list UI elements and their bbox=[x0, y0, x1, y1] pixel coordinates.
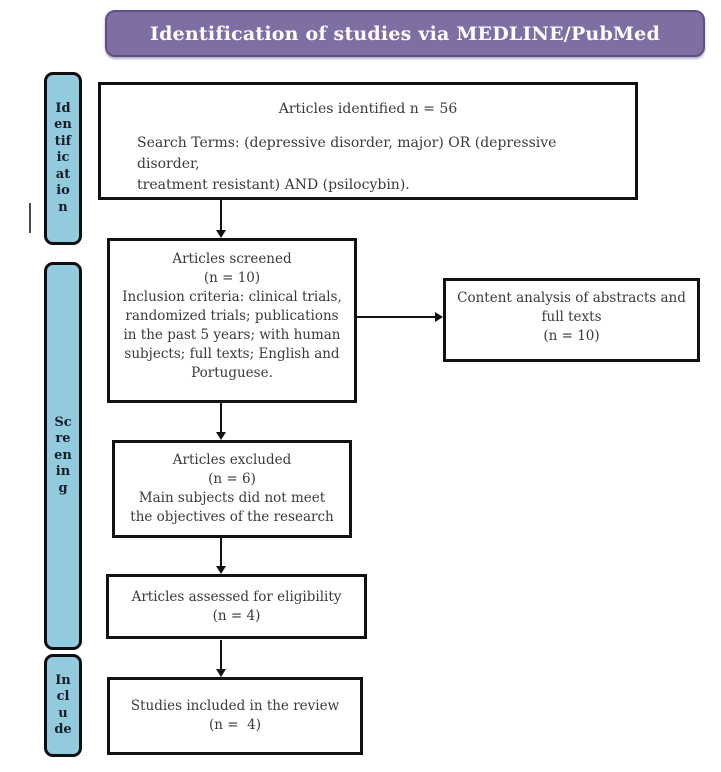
articles-identified-title: Articles identified n = 56 bbox=[278, 101, 458, 117]
content-analysis-text: Content analysis of abstracts and full t… bbox=[457, 290, 686, 344]
arrow-head-down-icon bbox=[216, 230, 226, 238]
articles-assessed-text: Articles assessed for eligibility (n = 4… bbox=[131, 588, 342, 624]
arrow-screened-to-excluded bbox=[215, 403, 227, 440]
stage-bar-include: In cl u de bbox=[44, 654, 82, 757]
box-articles-assessed: Articles assessed for eligibility (n = 4… bbox=[106, 574, 367, 639]
box-articles-screened: Articles screened (n = 10) Inclusion cri… bbox=[107, 238, 357, 403]
box-articles-identified: Articles identified n = 56 Search Terms:… bbox=[98, 82, 638, 200]
articles-excluded-text: Articles excluded (n = 6) Main subjects … bbox=[130, 452, 334, 525]
studies-included-text: Studies included in the review (n = 4) bbox=[130, 698, 340, 733]
box-articles-excluded: Articles excluded (n = 6) Main subjects … bbox=[112, 440, 352, 538]
stage-bar-screening: Sc re en in g bbox=[44, 262, 82, 650]
articles-screened-text: Articles screened (n = 10) Inclusion cri… bbox=[122, 251, 342, 381]
stage-label-identification: Id en tif ic at io n bbox=[54, 100, 72, 215]
stray-tick-mark bbox=[29, 203, 31, 233]
arrow-head-down-icon bbox=[216, 432, 226, 440]
arrow-shaft bbox=[220, 200, 222, 230]
stage-label-include: In cl u de bbox=[54, 672, 72, 738]
arrow-head-down-icon bbox=[216, 669, 226, 677]
diagram-title: Identification of studies via MEDLINE/Pu… bbox=[150, 22, 660, 45]
stage-label-screening: Sc re en in g bbox=[54, 414, 72, 496]
arrow-excluded-to-assessed bbox=[215, 538, 227, 574]
box-studies-included: Studies included in the review (n = 4) bbox=[107, 677, 363, 755]
box-content-analysis: Content analysis of abstracts and full t… bbox=[443, 278, 700, 362]
arrow-shaft bbox=[220, 538, 222, 566]
arrow-head-down-icon bbox=[216, 566, 226, 574]
arrow-shaft bbox=[220, 403, 222, 432]
header-banner: Identification of studies via MEDLINE/Pu… bbox=[105, 10, 705, 57]
arrow-shaft bbox=[220, 640, 222, 669]
arrow-screened-to-content-analysis bbox=[357, 311, 443, 323]
arrow-assessed-to-included bbox=[215, 640, 227, 677]
arrow-identified-to-screened bbox=[215, 200, 227, 238]
search-terms-text: Search Terms: (depressive disorder, majo… bbox=[137, 135, 557, 193]
arrow-head-right-icon bbox=[435, 312, 443, 322]
arrow-shaft bbox=[357, 316, 435, 318]
stage-bar-identification: Id en tif ic at io n bbox=[44, 72, 82, 245]
